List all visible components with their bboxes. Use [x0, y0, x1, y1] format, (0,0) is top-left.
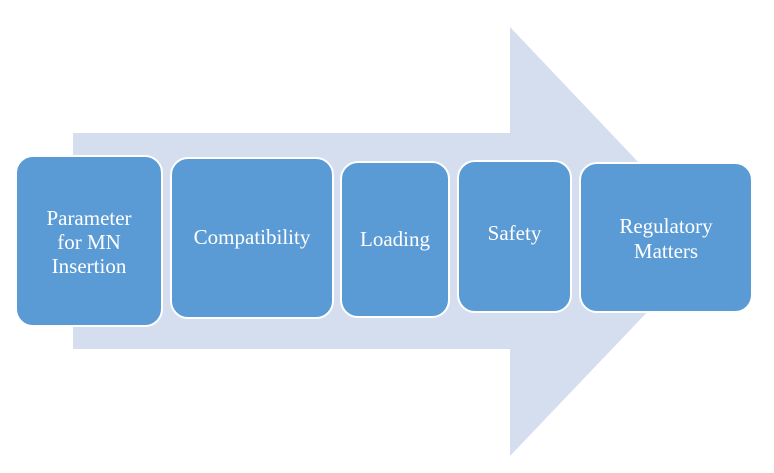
step-safety: Safety	[457, 160, 572, 313]
step-parameter-for-mn-insertion: Parameter for MN Insertion	[15, 155, 163, 327]
step-loading: Loading	[340, 161, 450, 318]
step-compatibility: Compatibility	[170, 157, 334, 319]
step-label: Parameter for MN Insertion	[46, 205, 132, 279]
step-label: Loading	[360, 227, 430, 252]
step-regulatory-matters: Regulatory Matters	[579, 162, 753, 313]
step-label: Compatibility	[193, 224, 311, 249]
step-label: Regulatory Matters	[619, 214, 713, 263]
step-label: Safety	[487, 221, 542, 246]
